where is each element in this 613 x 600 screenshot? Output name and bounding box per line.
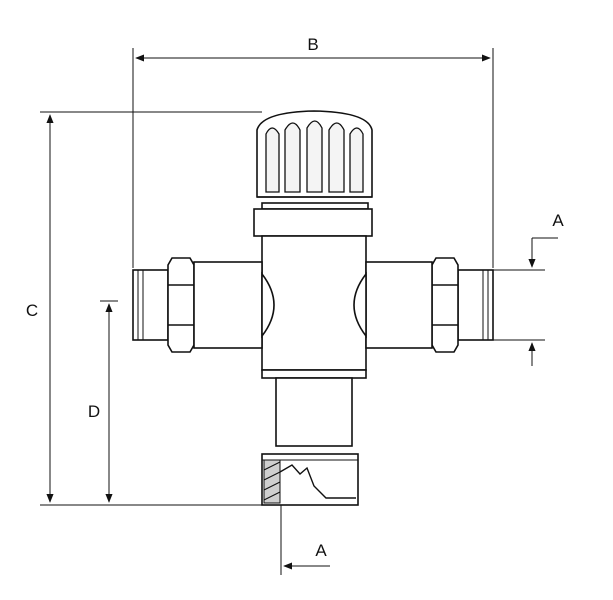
dimension-a-bottom-label: A xyxy=(315,541,327,560)
dimension-a-right: A xyxy=(490,211,564,366)
central-body xyxy=(261,235,367,447)
dimension-d: D xyxy=(88,300,118,503)
dimension-b: B xyxy=(132,35,494,268)
dimension-a-right-label: A xyxy=(552,211,564,230)
bottom-outlet-fitting xyxy=(261,453,359,506)
dimension-a-bottom: A xyxy=(280,505,330,575)
dimension-c: C xyxy=(26,111,262,506)
right-inlet-fitting xyxy=(353,257,494,353)
bonnet-collar xyxy=(253,202,373,237)
dimension-b-label: B xyxy=(307,35,318,54)
dimension-c-label: C xyxy=(26,301,38,320)
left-inlet-fitting xyxy=(132,257,275,353)
dimension-d-label: D xyxy=(88,402,100,421)
adjustment-knob xyxy=(256,110,373,198)
valve-body xyxy=(132,110,494,506)
